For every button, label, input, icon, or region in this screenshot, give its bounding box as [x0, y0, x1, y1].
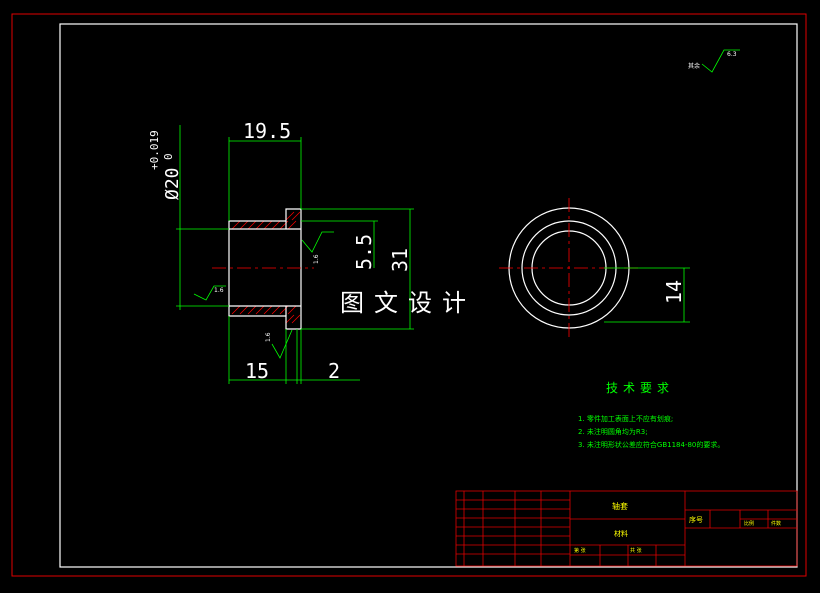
overlay-title: 图文设计 [340, 289, 476, 317]
label-sheet: 第 张 [574, 547, 586, 554]
dim-15: 15 [245, 359, 269, 383]
label-seq: 序号 [689, 515, 703, 524]
dim-2: 2 [328, 359, 340, 383]
title-block-text: 轴套 材料 序号 比例 件数 第 张 共 张 [574, 501, 781, 554]
tech-item-1: 1. 零件加工表面上不应有划痕; [578, 414, 673, 423]
dia14-dimension [604, 267, 690, 323]
dim-dia-20: Ø20 [162, 167, 183, 200]
upper-wall-hatch [231, 211, 301, 230]
dim-14: 14 [662, 280, 686, 304]
dim-tol-upper: +0.019 [148, 130, 161, 170]
roughness-general-value: 6.3 [727, 51, 737, 58]
label-count: 件数 [771, 520, 781, 527]
dim-5-5: 5.5 [352, 234, 376, 270]
end-view [499, 198, 690, 338]
tech-item-2: 2. 未注明圆角均为R3; [578, 427, 648, 436]
roughness-values: 其余 6.3 1.6 1.6 1.6 [214, 51, 737, 342]
roughness-r1: 1.6 [313, 254, 320, 264]
tech-requirements: 技术要求 1. 零件加工表面上不应有划痕; 2. 未注明圆角均为R3; 3. 未… [578, 381, 724, 449]
label-scale: 比例 [744, 520, 754, 527]
dim-tol-lower: 0 [162, 153, 175, 160]
material-label: 材料 [614, 529, 628, 538]
title-block [455, 490, 798, 567]
dim-31: 31 [388, 248, 412, 272]
dim-19-5: 19.5 [243, 119, 291, 143]
lower-wall-hatch [231, 305, 301, 324]
roughness-r2: 1.6 [214, 287, 224, 294]
outer-frame [11, 13, 807, 577]
dimension-lines [176, 125, 414, 384]
tech-item-3: 3. 未注明形状公差应符合GB1184-80的要求。 [578, 440, 724, 449]
roughness-symbols [193, 49, 740, 359]
part-name: 轴套 [612, 501, 628, 511]
section-view [176, 49, 740, 384]
roughness-r3: 1.6 [265, 332, 272, 342]
inner-frame [59, 23, 798, 568]
dimension-texts: 19.5 5.5 31 15 2 14 Ø20 +0.019 0 [148, 119, 686, 383]
label-total: 共 张 [630, 547, 642, 554]
tech-heading: 技术要求 [606, 381, 674, 395]
roughness-general-prefix: 其余 [688, 62, 700, 70]
